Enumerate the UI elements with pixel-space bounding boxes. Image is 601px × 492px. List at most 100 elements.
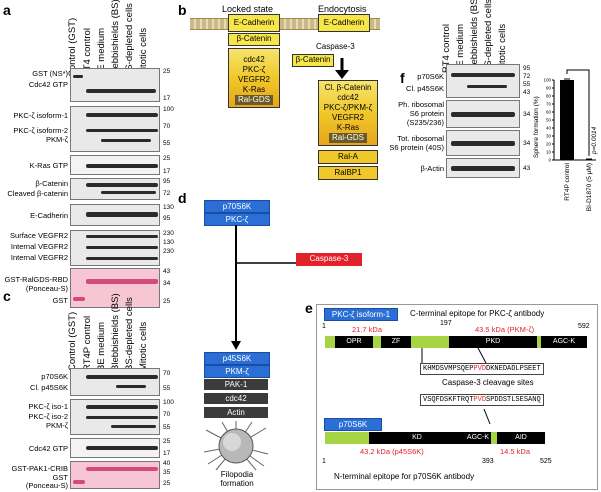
mw-marker: 130	[163, 204, 174, 211]
panel-label-a: a	[3, 2, 11, 18]
mw-marker: 100	[163, 106, 174, 113]
box-d-p45s6k: p45S6K	[204, 352, 270, 365]
stack-item: VEGFR2	[237, 75, 270, 84]
box-ecadherin-right: E-Cadherin	[318, 14, 370, 32]
domain-segment	[325, 432, 369, 444]
label-f-tots6: Tot. ribosomal	[397, 134, 444, 143]
domain-kd: KD	[412, 434, 422, 441]
blot-f-p70	[446, 64, 520, 98]
domain-aid: AID	[515, 434, 527, 441]
connector-lines	[483, 409, 491, 425]
blot-a-pkc	[70, 106, 160, 152]
label-pkc-iso2: PKC-ζ isoform-2	[13, 126, 68, 135]
label-gst-ns: GST (NS*)	[32, 69, 68, 78]
blot-a-kras	[70, 155, 160, 175]
label-c-pkc-iso1: PKC-ζ iso-1	[28, 402, 68, 411]
label-cleaved-bcatenin: Cleaved β-catenin	[7, 189, 68, 198]
domain-opr: OPR	[346, 338, 362, 345]
y-axis-label: Sphere formation (%)	[533, 96, 540, 158]
connector-lines	[421, 348, 487, 364]
mw-marker: 43	[163, 268, 171, 275]
y-tick-label: 20	[546, 142, 552, 147]
mw-marker: 25	[163, 68, 171, 75]
ral-gds-right: Ral-GDS	[328, 133, 367, 143]
stack-item: PKC-ζ/PKM-ζ	[323, 103, 373, 112]
domain-segment	[491, 432, 497, 444]
filopodia-cell-icon	[203, 421, 269, 471]
residue-number: 1	[322, 458, 326, 465]
category-label: RT4P control	[564, 162, 571, 200]
label-pkm: PKM-ζ	[45, 135, 68, 144]
box-ralbp1: RalBP1	[318, 166, 378, 180]
mw-marker: 95	[163, 215, 171, 222]
label-f-phs6c: (S235/236)	[406, 118, 444, 127]
mw-marker: 230	[163, 230, 174, 237]
domain-agck: AGC-K	[552, 338, 576, 345]
label-locked-state: Locked state	[222, 4, 274, 14]
col-c-4: BS-depleted cells	[124, 297, 135, 371]
label-kda: 43.5 kDa (PKM-ζ)	[475, 325, 535, 334]
mw-marker: 70	[163, 411, 171, 418]
mw-marker: 34	[523, 140, 531, 147]
label-internal-vegfr2: Internal VEGFR2	[10, 242, 68, 251]
category-label: BI-D1870 (5 μM)	[586, 163, 593, 211]
residue-number: 525	[540, 458, 552, 465]
col-a-4: BS-depleted cells	[124, 3, 135, 77]
y-tick-label: 50	[546, 118, 552, 123]
label-c-cdc42: Cdc42 GTP	[28, 444, 68, 453]
seq-part: KHMDSVMPSQEP	[423, 365, 474, 373]
panel-label-d: d	[178, 190, 187, 206]
box-d-p70s6k: p70S6K	[204, 200, 270, 213]
inhibition-line	[236, 262, 296, 264]
panel-label-b: b	[178, 2, 187, 18]
mw-marker: 55	[523, 81, 531, 88]
box-bcatenin-left: β-Catenin	[228, 33, 280, 46]
box-bcatenin-right: β-Catenin	[292, 54, 334, 67]
col-c-3: Blebbishields (BS)	[110, 293, 121, 371]
mw-marker: 17	[163, 168, 171, 175]
col-f-2: Blebbishields (BS)	[469, 0, 480, 73]
label-c-gstpak: GST-PAK1-CRIB	[11, 464, 68, 473]
mw-marker: 43	[523, 165, 531, 172]
blot-f-tots6	[446, 130, 520, 156]
blot-c-ponceau	[70, 461, 160, 489]
domain-segment	[373, 336, 381, 348]
stack-item: PKC-ζ	[242, 65, 266, 74]
mw-marker: 17	[163, 95, 171, 102]
mw-marker: 43	[523, 89, 531, 96]
mw-marker: 230	[163, 248, 174, 255]
mw-marker: 25	[163, 438, 171, 445]
residue-number: 393	[482, 458, 494, 465]
label-ponceau: (Ponceau-S)	[25, 284, 68, 293]
mw-marker: 25	[163, 155, 171, 162]
box-ecadherin-left: E-Cadherin	[228, 14, 280, 32]
y-tick-label: 40	[546, 126, 552, 131]
box-d-actin: Actin	[204, 407, 268, 418]
domain-segment	[411, 336, 449, 348]
blot-c-p70s6k	[70, 368, 160, 396]
pkc-domain-bar	[325, 336, 587, 348]
col-c-1: RT4P control	[82, 315, 93, 371]
mw-marker: 95	[523, 65, 531, 72]
y-tick-label: 70	[546, 102, 552, 107]
box-right-stack: Cl. β-Catenin cdc42 PKC-ζ/PKM-ζ VEGFR2 K…	[318, 80, 378, 146]
domain-segment	[537, 336, 541, 348]
stack-item: cdc42	[243, 55, 265, 64]
bar	[582, 160, 596, 161]
mw-marker: 17	[163, 450, 171, 457]
blot-f-actin	[446, 158, 520, 178]
panel-e-frame	[316, 304, 598, 490]
significance-bracket	[566, 69, 590, 156]
col-a-3: Blebbishields (BS)	[110, 0, 121, 77]
label-kda: 21.7 kDa	[352, 325, 383, 334]
stack-item: VEGFR2	[331, 113, 364, 122]
mw-marker: 40	[163, 460, 171, 467]
residue-number: 592	[578, 323, 590, 330]
mw-marker: 72	[523, 73, 531, 80]
arrow-down-icon	[335, 58, 349, 79]
label-cleavage-sites: Caspase-3 cleavage sites	[442, 378, 534, 387]
label-c-pkc-iso2: PKC-ζ iso-2	[28, 412, 68, 421]
box-left-stack: cdc42 PKC-ζ VEGFR2 K-Ras Ral-GDS	[228, 48, 280, 108]
arrow-down-icon	[231, 225, 241, 350]
label-surface-vegfr2: Surface VEGFR2	[10, 231, 68, 240]
